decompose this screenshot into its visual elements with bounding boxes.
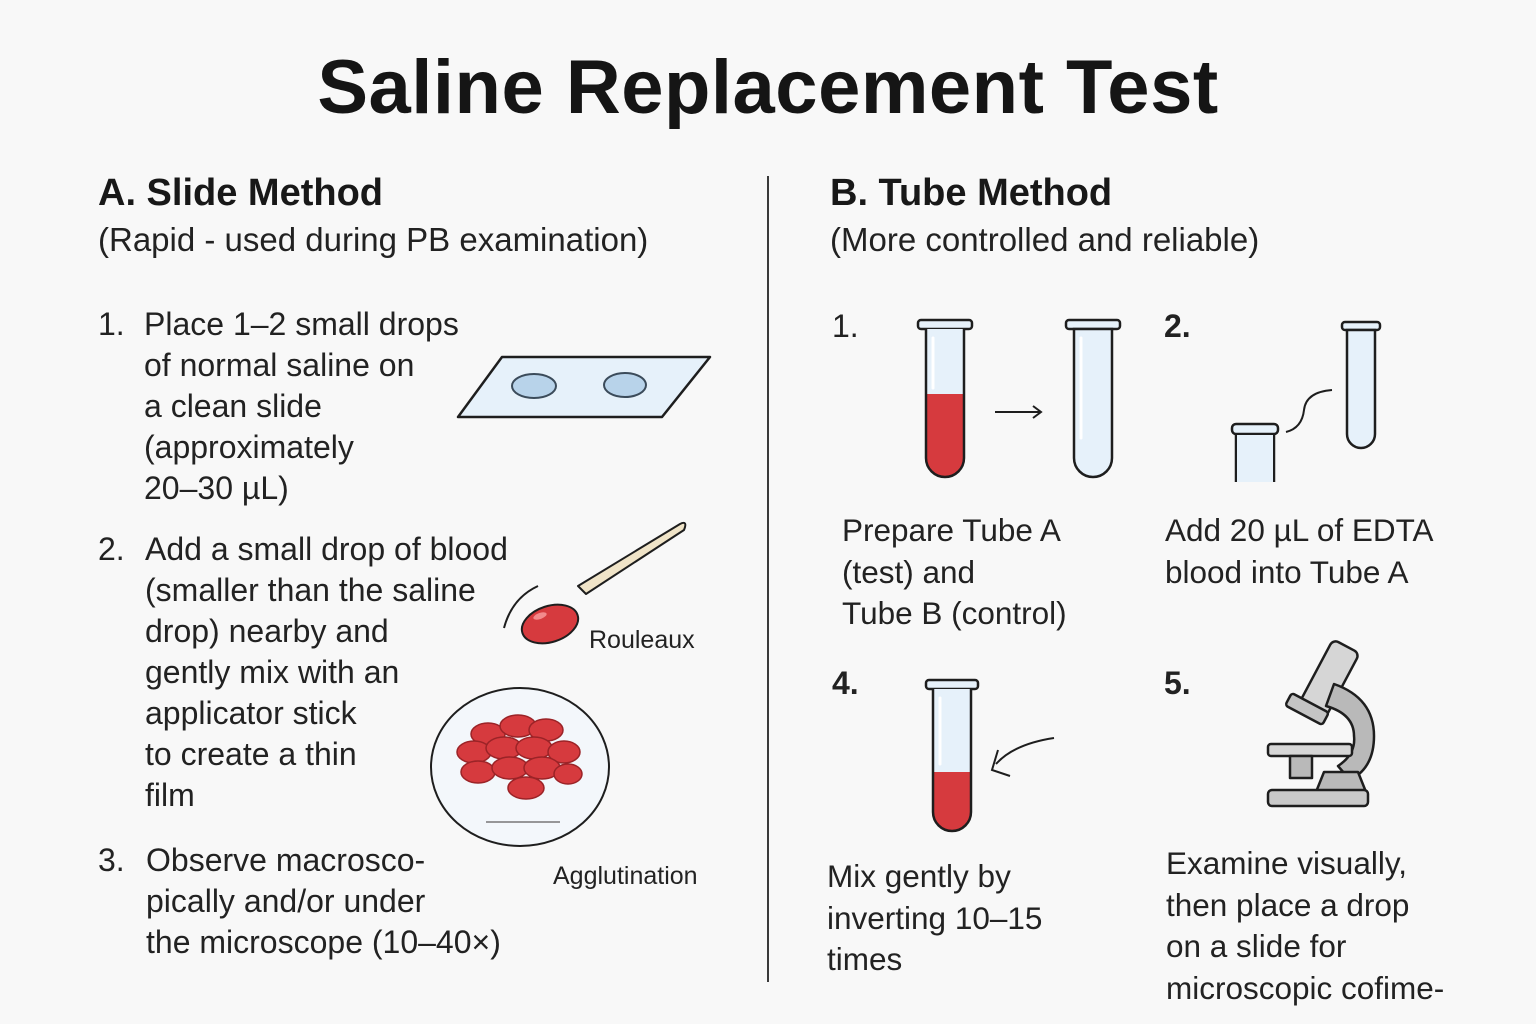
- tube-body: [1072, 327, 1114, 479]
- vial-fill: [1237, 435, 1273, 482]
- red-cell: [553, 763, 583, 785]
- glass-slide-illustration: [456, 355, 712, 419]
- red-cell: [456, 740, 492, 764]
- blood-drop: [520, 603, 580, 645]
- tube-body: [1345, 328, 1377, 450]
- agglutination-view: [430, 687, 610, 847]
- red-cell: [491, 756, 529, 780]
- tube-body: [931, 689, 973, 833]
- saline-drop-left: [511, 373, 557, 399]
- agglutinated-cells: [456, 714, 583, 800]
- page-title: Saline Replacement Test: [317, 45, 1219, 130]
- arrow-icon: [995, 405, 1043, 419]
- microscope-base: [1266, 788, 1370, 808]
- red-cell: [515, 736, 553, 760]
- slide-method-heading: A. Slide Method: [98, 172, 383, 214]
- small-vial-illustration: [1230, 422, 1280, 482]
- blood-fill: [933, 772, 971, 831]
- tube-step-4-caption: Mix gently by inverting 10–15 times: [827, 858, 1043, 977]
- tube-method-subheading: (More controlled and reliable): [830, 221, 1260, 258]
- tube-b-illustration: [1064, 318, 1122, 479]
- tube-step-5-number: 5.: [1164, 665, 1191, 701]
- tube-step-4-number: 4.: [832, 665, 859, 701]
- vial-body: [1234, 434, 1276, 482]
- tube-rim: [1064, 318, 1122, 331]
- applicator-stick-illustration: [503, 521, 687, 645]
- slide-step-2-number: 2.: [98, 531, 125, 567]
- microscope-icon: [1266, 640, 1376, 808]
- slide-method-subheading: (Rapid - used during PB examination): [98, 221, 649, 258]
- slide-step-2-text: Add a small drop of blood (smaller than …: [145, 531, 508, 813]
- glass-slide: [456, 355, 712, 419]
- microscope-arm: [1324, 682, 1376, 782]
- red-cell: [547, 740, 581, 764]
- tube-mix-illustration: [924, 678, 980, 833]
- transfer-curve-icon: [1285, 389, 1333, 433]
- slide-step-3-text: Observe macrosco- pically and/or under t…: [146, 842, 501, 960]
- microscope-condenser: [1288, 754, 1314, 780]
- slide-step-3-number: 3.: [98, 842, 125, 878]
- tube-step-1-number: 1.: [832, 308, 859, 344]
- column-divider: [767, 176, 769, 982]
- microscope-objective: [1284, 692, 1330, 726]
- tube-rim: [916, 318, 974, 331]
- rouleaux-label: Rouleaux: [589, 626, 695, 654]
- tube-step-2-caption: Add 20 µL of EDTA blood into Tube A: [1165, 512, 1434, 590]
- tube-body: [924, 329, 966, 479]
- slide-step-1-number: 1.: [98, 306, 125, 342]
- tube-a-illustration: [916, 318, 974, 479]
- slide-step-1-text: Place 1–2 small drops of normal saline o…: [144, 306, 459, 506]
- applicator-stick: [577, 521, 687, 595]
- vial-cap: [1230, 422, 1280, 436]
- tube-a-small-illustration: [1340, 320, 1382, 450]
- agglutination-label: Agglutination: [553, 862, 698, 890]
- tube-step-2-number: 2.: [1164, 308, 1191, 344]
- mixing-motion-icon: [990, 737, 1055, 777]
- tube-rim: [924, 678, 980, 691]
- blood-drop-highlight: [533, 612, 547, 620]
- tube-step-1-caption: Prepare Tube A (test) and Tube B (contro…: [842, 512, 1067, 631]
- red-cell: [507, 776, 545, 800]
- blood-fill: [926, 394, 964, 477]
- microscope-stage: [1266, 742, 1354, 758]
- tube-step-5-caption: Examine visually, then place a drop on a…: [1166, 845, 1445, 1006]
- tube-method-heading: B. Tube Method: [830, 172, 1113, 214]
- red-cell: [460, 760, 496, 784]
- saline-drop-right: [603, 372, 647, 398]
- stick-motion-line: [503, 585, 539, 629]
